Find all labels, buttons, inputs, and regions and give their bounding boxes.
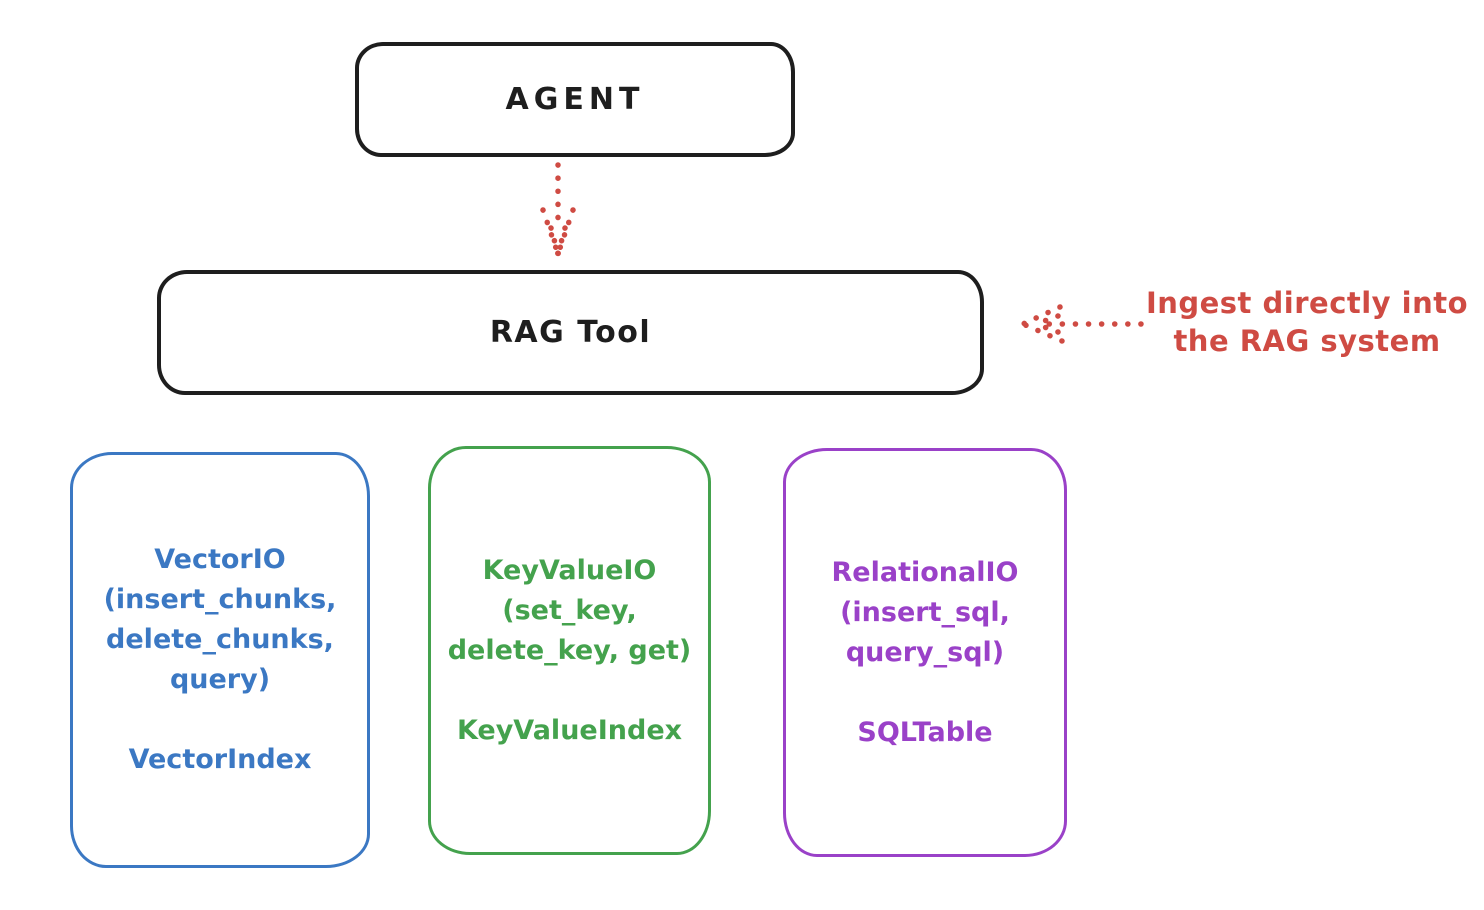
keyvalue-io-node: KeyValueIO (set_key, delete_key, get) Ke… <box>428 446 711 855</box>
ingest-arrow-icon <box>1020 304 1144 344</box>
relational-io-node: RelationalIO (insert_sql, query_sql) SQL… <box>783 448 1067 857</box>
sql-table-label: SQLTable <box>857 716 993 748</box>
vector-io-label: VectorIO (insert_chunks, delete_chunks, … <box>103 544 337 695</box>
rag-tool-node: RAG Tool <box>157 270 984 395</box>
keyvalue-io-label: KeyValueIO (set_key, delete_key, get) <box>447 554 692 666</box>
ingest-annotation: Ingest directly into the RAG system <box>1145 286 1469 358</box>
keyvalue-index-label: KeyValueIndex <box>456 714 683 746</box>
rag-tool-label: RAG Tool <box>489 315 652 350</box>
agent-to-ragtool-arrow-icon <box>540 162 576 257</box>
agent-node: AGENT <box>355 42 795 157</box>
agent-label: AGENT <box>505 82 645 117</box>
vector-index-label: VectorIndex <box>128 744 312 775</box>
relational-io-label: RelationalIO (insert_sql, query_sql) <box>831 556 1019 668</box>
vector-io-node: VectorIO (insert_chunks, delete_chunks, … <box>70 452 370 868</box>
